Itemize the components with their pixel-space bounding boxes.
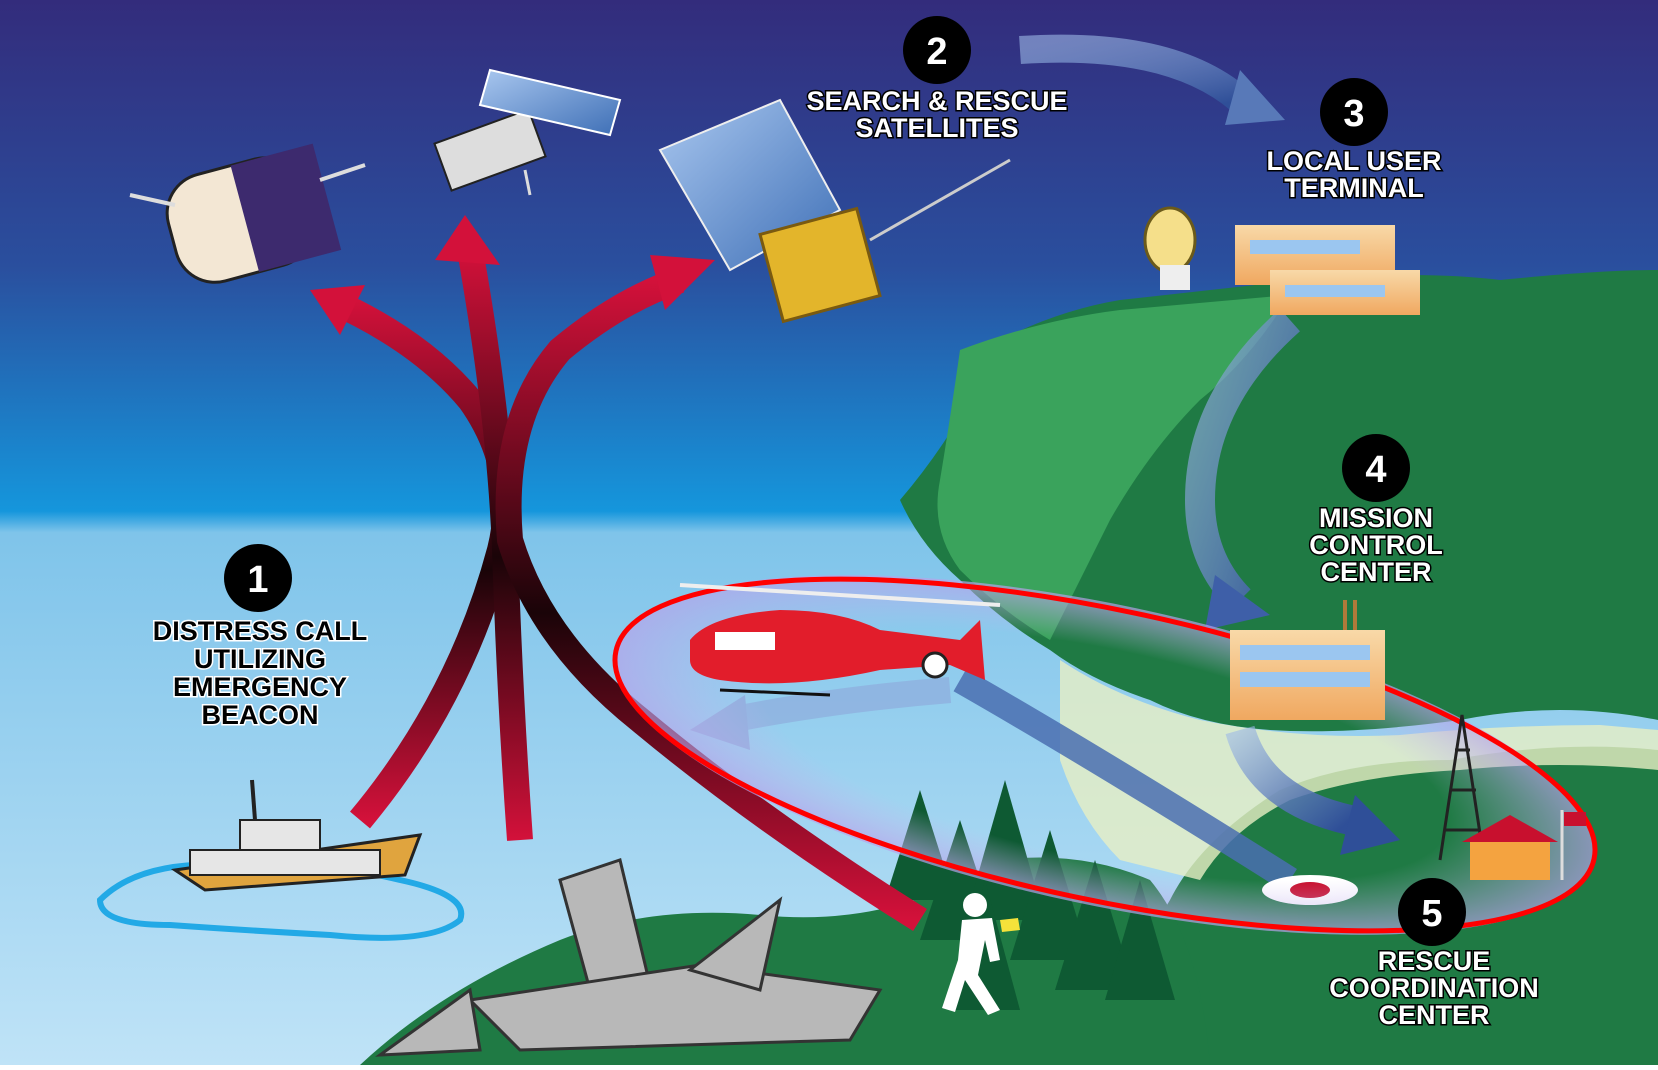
svg-text:BEACON: BEACON (201, 700, 318, 730)
satellite-icon (658, 98, 1011, 324)
plane-wreck-icon (375, 858, 883, 1057)
svg-text:MISSION: MISSION (1319, 503, 1433, 533)
land-right-highlight (937, 295, 1290, 640)
step-label-5: RESCUE COORDINATION CENTER (1328, 945, 1541, 1032)
svg-text:LOCAL USER: LOCAL USER (1266, 146, 1441, 176)
beacon-signal-arrows (310, 215, 927, 932)
step-badge-3: 3 (1320, 78, 1388, 146)
svg-text:CENTER: CENTER (1378, 1000, 1489, 1030)
svg-text:SEARCH & RESCUE: SEARCH & RESCUE (806, 86, 1067, 116)
building-icon (1235, 225, 1420, 315)
svg-text:CONTROL: CONTROL (1309, 530, 1442, 560)
satellite-icon (433, 68, 622, 196)
svg-text:TERMINAL: TERMINAL (1284, 173, 1423, 203)
svg-text:CENTER: CENTER (1320, 557, 1431, 587)
step-badge-4: 4 (1342, 434, 1410, 502)
step-badge-5: 5 (1398, 878, 1466, 946)
step-label-1: DISTRESS CALL UTILIZING EMERGENCY BEACON (151, 615, 369, 732)
step-badge-2: 2 (903, 16, 971, 84)
svg-text:SATELLITES: SATELLITES (855, 113, 1018, 143)
antenna-dish-icon (1143, 206, 1197, 290)
radio-tower-icon (1438, 714, 1486, 861)
svg-text:DISTRESS CALL: DISTRESS CALL (153, 616, 368, 646)
helicopter-icon (679, 583, 1001, 697)
svg-text:5: 5 (1421, 893, 1442, 935)
tree-icon (885, 780, 1175, 1010)
svg-text:COORDINATION: COORDINATION (1329, 973, 1539, 1003)
building-icon (1462, 815, 1558, 880)
step-label-3: LOCAL USER TERMINAL (1265, 145, 1443, 205)
svg-text:3: 3 (1343, 93, 1364, 135)
svg-text:1: 1 (247, 559, 268, 601)
satellite-icon (129, 143, 366, 284)
building-icon (1230, 600, 1385, 720)
svg-text:4: 4 (1365, 449, 1386, 491)
svg-text:EMERGENCY: EMERGENCY (173, 672, 347, 702)
hiker-icon (942, 893, 1020, 1015)
highlight-ring (612, 576, 1598, 934)
ship-icon (170, 779, 423, 892)
svg-text:UTILIZING: UTILIZING (194, 644, 326, 674)
step-label-2: SEARCH & RESCUE SATELLITES (805, 85, 1069, 145)
step-badge-1: 1 (224, 544, 292, 612)
flag-icon (1560, 810, 1586, 880)
step-label-4: MISSION CONTROL CENTER (1308, 502, 1444, 589)
svg-text:2: 2 (926, 31, 947, 73)
svg-text:RESCUE: RESCUE (1378, 946, 1491, 976)
